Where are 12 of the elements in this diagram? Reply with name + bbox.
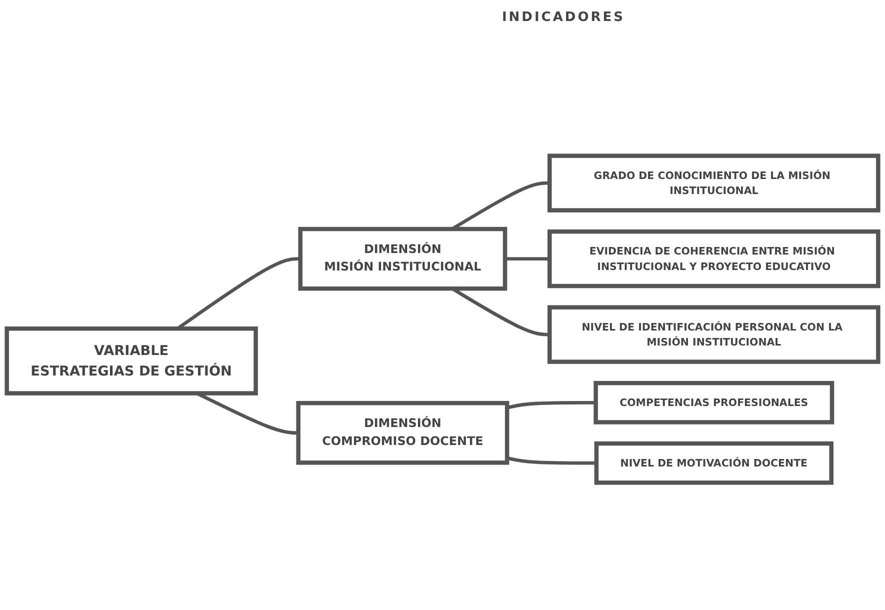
node-box: COMPETENCIAS PROFESIONALES (594, 380, 834, 424)
connector (506, 456, 596, 465)
node-box: EVIDENCIA DE COHERENCIA ENTRE MISIÓN INSTITUCIONAL Y PROYECTO EDUCATIVO (548, 229, 880, 288)
node-box: NIVEL DE MOTIVACIÓN DOCENTE (594, 441, 834, 485)
node-box: DIMENSIÓN MISIÓN INSTITUCIONAL (298, 226, 508, 290)
connector (506, 400, 596, 410)
connector (505, 256, 550, 260)
column-heading: INDICADORES (502, 10, 625, 24)
node-box: DIMENSIÓN COMPROMISO DOCENTE (296, 400, 510, 465)
node-box: VARIABLE ESTRATEGIAS DE GESTIÓN (4, 326, 258, 396)
node-box: NIVEL DE IDENTIFICACIÓN PERSONAL CON LA MISIÓN INSTITUCIONAL (548, 304, 880, 364)
node-box: GRADO DE CONOCIMIENTO DE LA MISIÓN INSTITUCIONAL (548, 153, 880, 212)
